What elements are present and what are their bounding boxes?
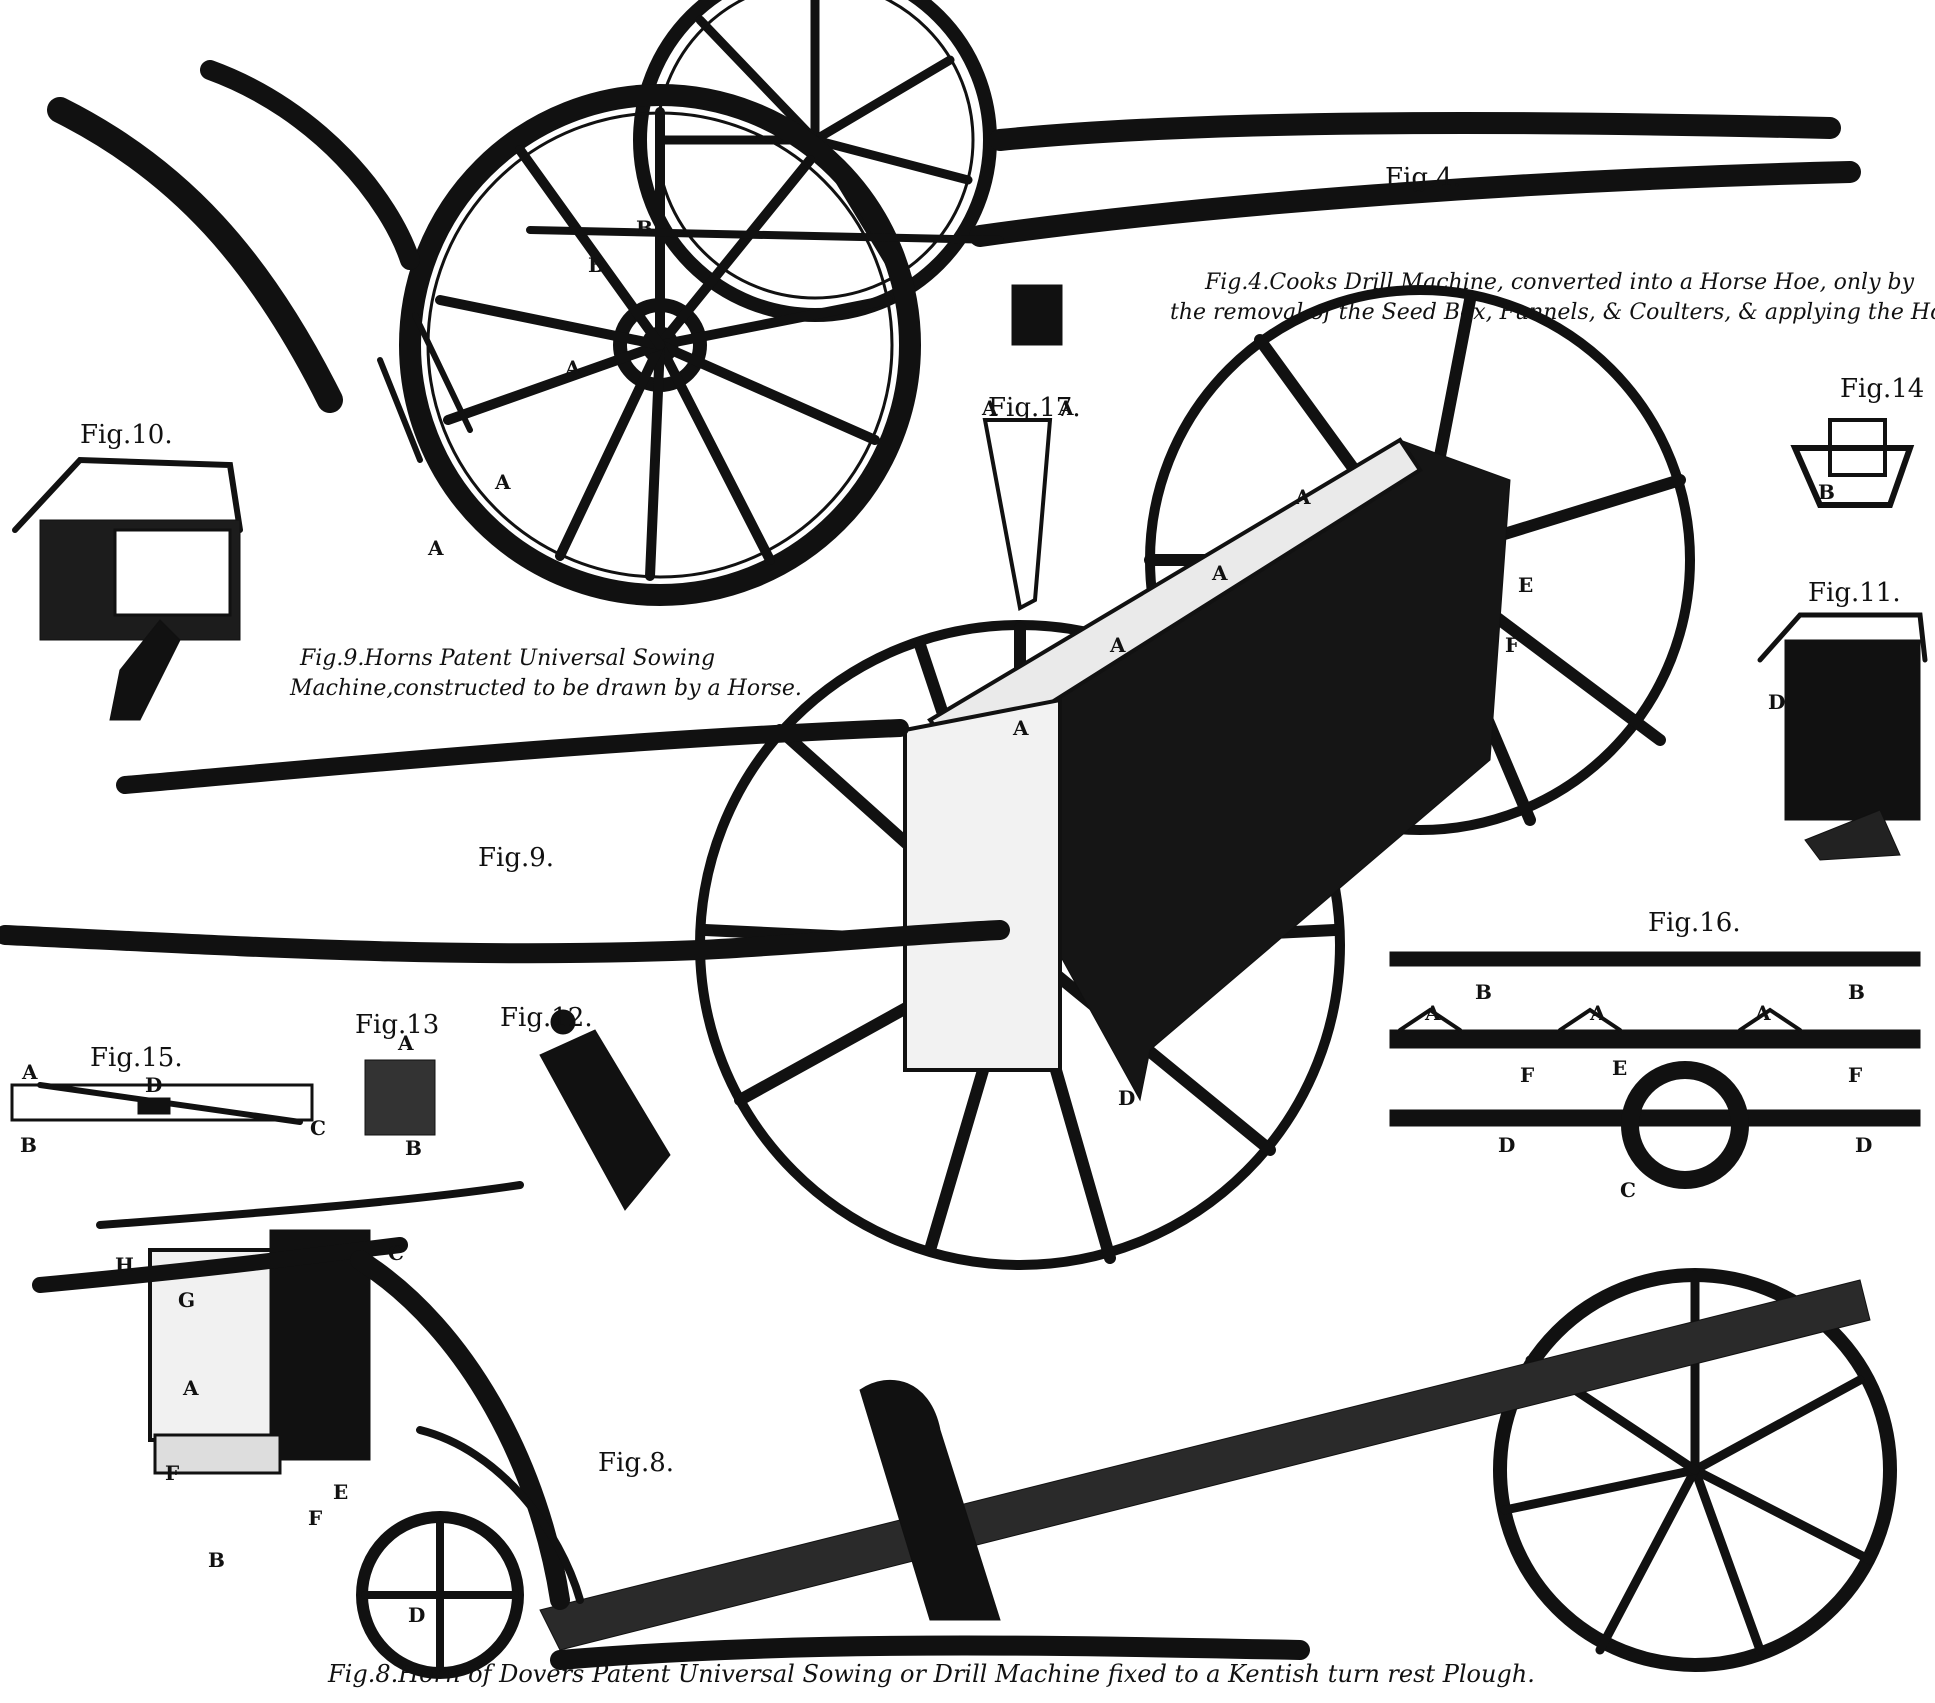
fig10-label: Fig.10. bbox=[80, 420, 173, 450]
letter-f: F bbox=[308, 1506, 323, 1530]
fig11-seed-box bbox=[1757, 612, 1928, 861]
letter-a: A bbox=[1755, 1001, 1771, 1025]
letter-b: B bbox=[208, 1548, 225, 1572]
letter-h: H bbox=[115, 1253, 134, 1277]
letter-c: C bbox=[388, 1241, 404, 1265]
letter-d: D bbox=[408, 1603, 426, 1627]
fig17-funnel bbox=[982, 418, 1053, 612]
fig8-caption: Fig.8.Horn of Dovers Patent Universal So… bbox=[328, 1660, 1535, 1688]
letter-e: E bbox=[1518, 573, 1534, 597]
fig12-scoop bbox=[539, 1009, 671, 1211]
letter-a: A bbox=[1295, 485, 1311, 509]
letter-b: B bbox=[636, 216, 653, 240]
letter-d: D bbox=[145, 1073, 163, 1097]
fig16-roller-assembly bbox=[1389, 951, 1921, 1189]
letter-f: F bbox=[165, 1461, 180, 1485]
letter-e: E bbox=[1612, 1056, 1628, 1080]
fig14-box bbox=[1790, 418, 1915, 508]
letter-e: E bbox=[333, 1480, 349, 1504]
letter-b: B bbox=[20, 1133, 37, 1157]
letter-a: A bbox=[183, 1376, 199, 1400]
letter-a: A bbox=[1590, 1001, 1606, 1025]
letter-b: B bbox=[1848, 980, 1865, 1004]
letter-b: B bbox=[588, 253, 605, 277]
letter-a: A bbox=[22, 1060, 38, 1084]
letter-d: D bbox=[1118, 1086, 1136, 1110]
fig9-caption-line1: Fig.9.Horns Patent Universal Sowing bbox=[300, 646, 716, 671]
fig11-label: Fig.11. bbox=[1808, 578, 1901, 608]
fig15-label: Fig.15. bbox=[90, 1043, 183, 1073]
letter-b: B bbox=[1818, 480, 1835, 504]
letter-g: G bbox=[178, 1288, 196, 1312]
letter-a: A bbox=[565, 356, 581, 380]
letter-a: A bbox=[1058, 396, 1074, 420]
letter-a: A bbox=[495, 470, 511, 494]
letter-c: C bbox=[1620, 1178, 1636, 1202]
letter-a: A bbox=[1212, 561, 1228, 585]
letter-b: B bbox=[405, 1136, 422, 1160]
letter-a: A bbox=[982, 396, 998, 420]
fig9-label: Fig.9. bbox=[478, 843, 555, 873]
fig8-label: Fig.8. bbox=[598, 1448, 675, 1478]
letter-f: F bbox=[1505, 633, 1520, 657]
letter-d: D bbox=[1855, 1133, 1873, 1157]
fig4-drill-machine bbox=[47, 0, 1861, 606]
fig4-label: Fig.4. bbox=[1385, 163, 1462, 193]
fig13-label: Fig.13 bbox=[355, 1010, 440, 1040]
fig14-label: Fig.14 bbox=[1840, 374, 1925, 404]
fig9-sowing-machine bbox=[0, 285, 1695, 1270]
letter-c: C bbox=[310, 1116, 326, 1140]
fig16-label: Fig.16. bbox=[1648, 908, 1741, 938]
letter-d: D bbox=[1768, 690, 1786, 714]
letter-b: B bbox=[1475, 980, 1492, 1004]
fig13-block bbox=[364, 1059, 436, 1136]
fig4-caption-line1: Fig.4.Cooks Drill Machine, converted int… bbox=[1205, 270, 1915, 295]
letter-f: F bbox=[1520, 1063, 1535, 1087]
letter-a: A bbox=[1110, 633, 1126, 657]
letter-f: F bbox=[1848, 1063, 1863, 1087]
letter-d: D bbox=[1498, 1133, 1516, 1157]
fig10-seed-box bbox=[12, 456, 243, 721]
fig15-lever bbox=[10, 1082, 314, 1125]
fig17-label: Fig.17. bbox=[988, 393, 1081, 423]
fig12-label: Fig.12. bbox=[500, 1003, 593, 1033]
letter-a: A bbox=[398, 1031, 414, 1055]
fig4-caption-line2: the removal of the Seed Box, Funnels, & … bbox=[1170, 300, 1935, 325]
fig8-plough-drill bbox=[32, 1181, 1897, 1679]
fig9-caption-line2: Machine,constructed to be drawn by a Hor… bbox=[290, 676, 802, 701]
letter-a: A bbox=[428, 536, 444, 560]
letter-a: A bbox=[1425, 1001, 1441, 1025]
letter-a: A bbox=[1013, 716, 1029, 740]
